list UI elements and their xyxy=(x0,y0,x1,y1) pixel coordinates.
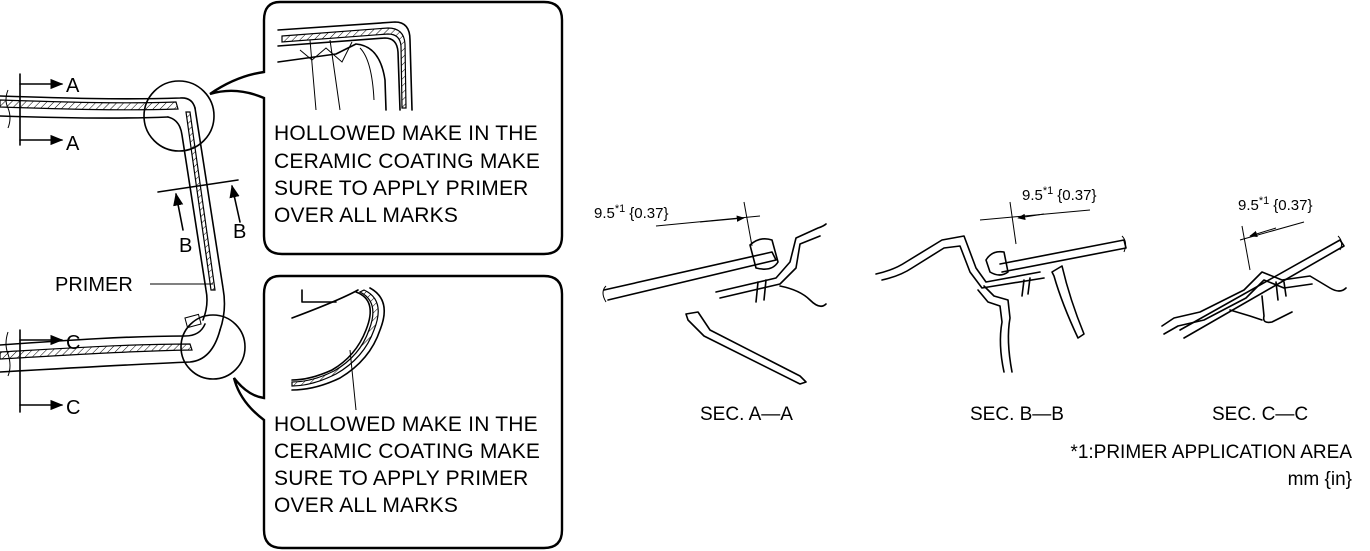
detail-circle-bottom xyxy=(180,314,246,380)
section-a-drawing xyxy=(602,201,827,385)
callout-top-detail xyxy=(277,21,413,111)
section-mark-c-bottom: C xyxy=(66,397,80,419)
dim-c-in: {0.37} xyxy=(1273,197,1312,214)
callout-top-line-4: OVER ALL MARKS xyxy=(274,204,458,227)
callout-bottom-line-1: HOLLOWED MAKE IN THE xyxy=(274,413,538,436)
dim-a: 9.5*1 {0.37} xyxy=(594,203,668,222)
section-cut-b: B B xyxy=(157,179,246,257)
section-c-title: SEC. C—C xyxy=(1212,404,1308,425)
footnote: *1:PRIMER APPLICATION AREA xyxy=(1070,442,1352,463)
callout-top-line-2: CERAMIC COATING MAKE xyxy=(274,150,540,173)
dim-a-sup: *1 xyxy=(615,203,625,215)
section-mark-c-top: C xyxy=(66,332,80,354)
callout-bottom-line-3: SURE TO APPLY PRIMER xyxy=(274,467,529,490)
dim-b-base: 9.5 xyxy=(1022,187,1043,204)
section-c-drawing xyxy=(1161,221,1347,339)
section-mark-b-left: B xyxy=(179,235,192,257)
section-mark-b-right: B xyxy=(233,221,246,243)
primer-label: PRIMER xyxy=(55,274,133,296)
section-cut-a: A A xyxy=(19,73,80,155)
glass-outline xyxy=(0,89,226,377)
callout-top-line-1: HOLLOWED MAKE IN THE xyxy=(274,122,538,145)
units-label: mm {in} xyxy=(1288,469,1352,490)
dim-b-sup: *1 xyxy=(1043,185,1053,197)
detail-circle-top xyxy=(143,80,215,152)
section-a-title: SEC. A—A xyxy=(700,404,793,425)
dim-a-in: {0.37} xyxy=(629,205,668,222)
dim-b-in: {0.37} xyxy=(1057,187,1096,204)
callout-bottom-detail xyxy=(291,287,386,411)
dim-b: 9.5*1 {0.37} xyxy=(1022,185,1096,204)
callout-top-line-3: SURE TO APPLY PRIMER xyxy=(274,177,529,200)
section-mark-a-top: A xyxy=(66,75,80,97)
callout-bottom: HOLLOWED MAKE IN THE CERAMIC COATING MAK… xyxy=(232,274,564,550)
section-b-title: SEC. B—B xyxy=(970,404,1064,425)
callout-bottom-line-4: OVER ALL MARKS xyxy=(274,494,458,517)
dim-a-base: 9.5 xyxy=(594,205,615,222)
callout-bottom-line-2: CERAMIC COATING MAKE xyxy=(274,440,540,463)
section-b-drawing xyxy=(875,201,1127,373)
callout-top: HOLLOWED MAKE IN THE CERAMIC COATING MAK… xyxy=(209,0,564,256)
dim-c: 9.5*1 {0.37} xyxy=(1238,195,1312,214)
dim-c-sup: *1 xyxy=(1259,195,1269,207)
dim-c-base: 9.5 xyxy=(1238,197,1259,214)
section-cut-c: C C xyxy=(19,329,80,419)
section-mark-a-bottom: A xyxy=(66,133,80,155)
